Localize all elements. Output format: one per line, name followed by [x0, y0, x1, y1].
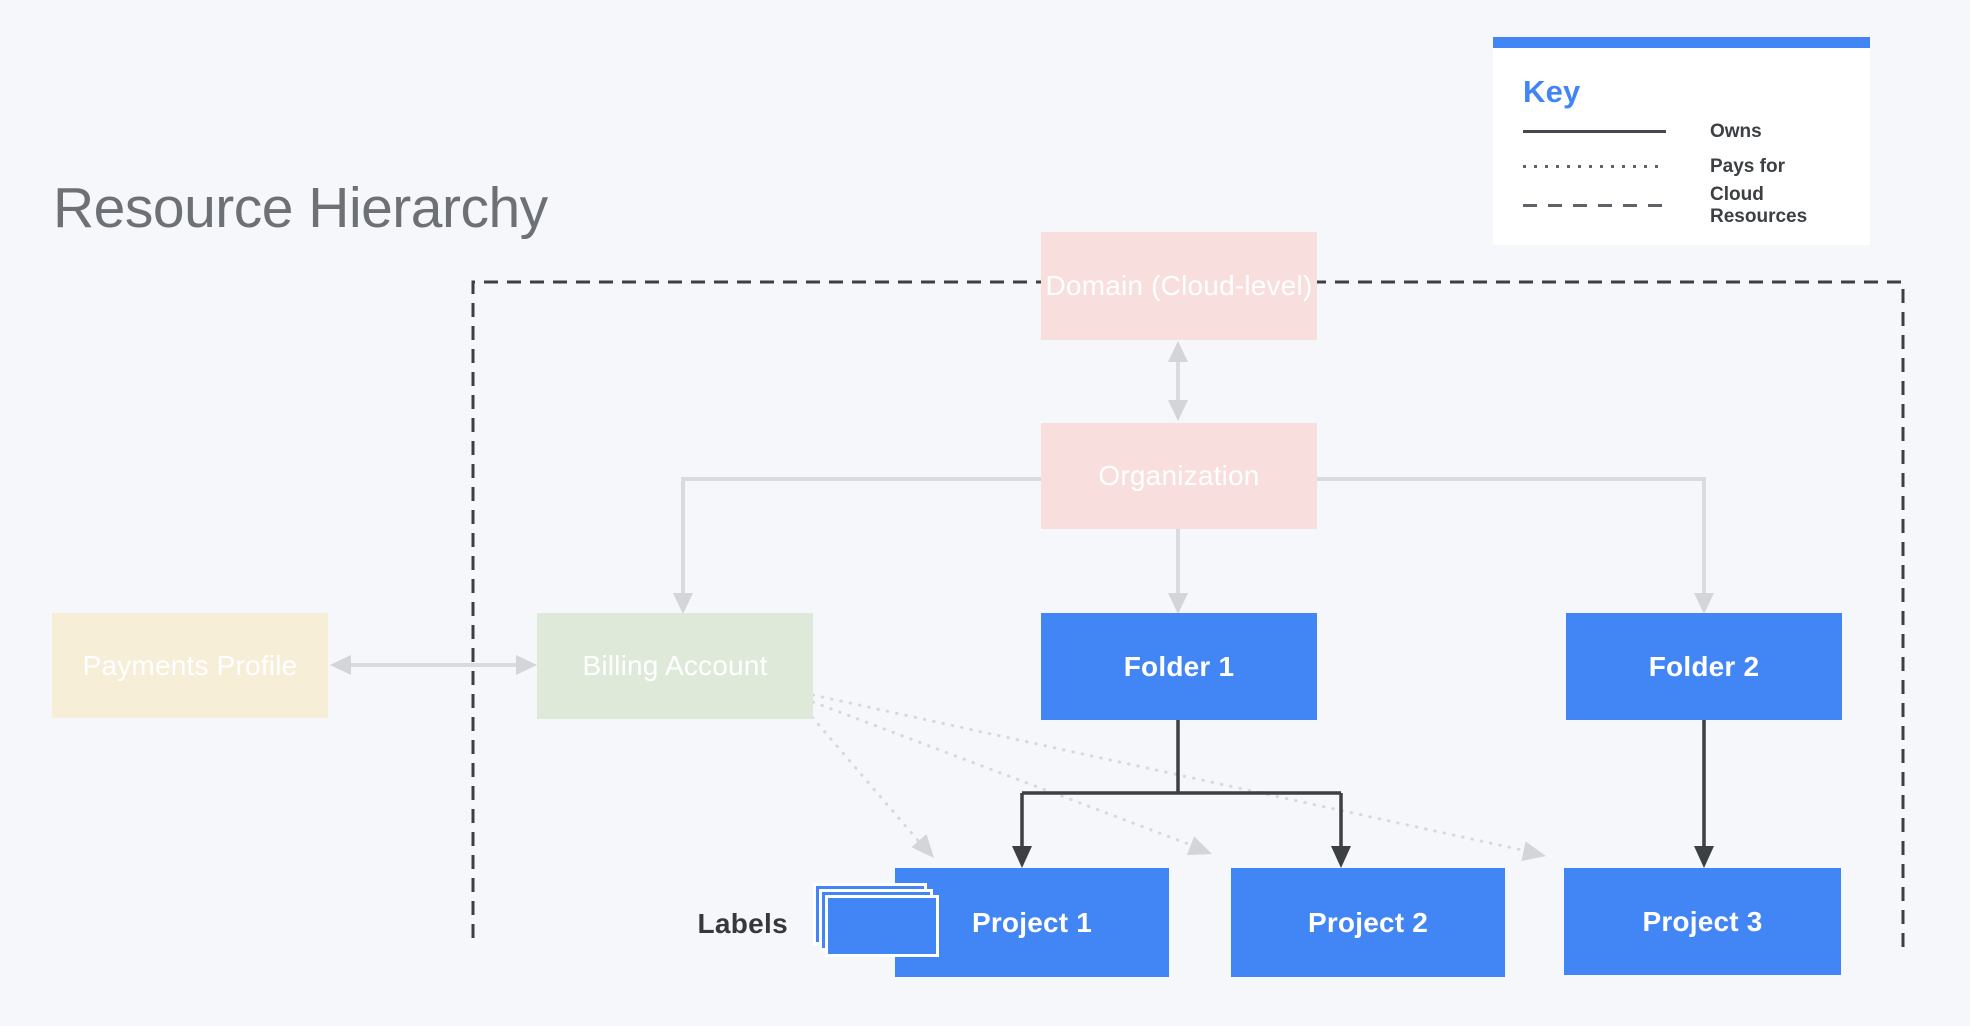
node-project-1: Project 1 [895, 868, 1169, 977]
node-folder-1: Folder 1 [1041, 613, 1317, 720]
pays-for-dotted-lines [804, 693, 1524, 852]
dark-connectors [1020, 720, 1706, 852]
legend-row-pays-for: Pays for [1523, 149, 1870, 184]
node-payments-profile: Payments Profile [52, 613, 328, 718]
node-folder-2: Folder 2 [1566, 613, 1842, 720]
node-project-3: Project 3 [1564, 868, 1841, 975]
legend-label: Cloud Resources [1710, 184, 1808, 227]
node-project-2: Project 2 [1231, 868, 1505, 977]
labels-stack-icon [825, 895, 939, 957]
labels-caption: Labels [697, 908, 788, 939]
dashed-line-sample [1523, 204, 1666, 208]
solid-line-sample [1523, 130, 1666, 133]
dotted-line-sample [1523, 165, 1666, 168]
legend-label: Owns [1710, 120, 1762, 142]
legend-rows: Owns Pays for Cloud Resources [1523, 114, 1870, 228]
legend-row-cloud-resources: Cloud Resources [1523, 184, 1870, 228]
node-domain: Domain (Cloud-level) [1041, 232, 1317, 340]
legend-panel: Key Owns Pays for Cloud Resources [1493, 37, 1870, 245]
page-title: Resource Hierarchy [53, 176, 548, 240]
dark-arrowheads [1012, 846, 1714, 868]
light-gray-connectors [345, 356, 1706, 667]
node-organization: Organization [1041, 423, 1317, 529]
node-billing-account: Billing Account [537, 613, 813, 719]
light-gray-arrowheads [330, 341, 1714, 675]
legend-label: Pays for [1710, 155, 1785, 177]
legend-heading: Key [1523, 74, 1581, 109]
legend-row-owns: Owns [1523, 114, 1870, 149]
legend-accent-bar [1493, 37, 1870, 48]
pays-for-arrowheads [911, 834, 1546, 861]
